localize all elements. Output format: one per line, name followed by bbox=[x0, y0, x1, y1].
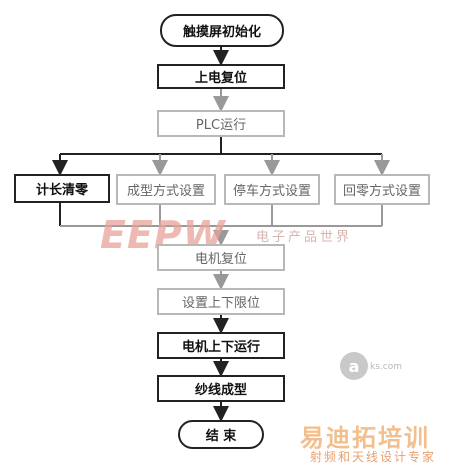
node-motor-run: 电机上下运行 bbox=[157, 332, 285, 359]
site-logo-icon: a bbox=[340, 352, 368, 380]
node-form-mode: 成型方式设置 bbox=[116, 174, 216, 205]
node-set-limits: 设置上下限位 bbox=[157, 288, 285, 315]
brand-watermark-subtitle: 射频和天线设计专家 bbox=[310, 450, 437, 464]
node-return-mode: 回零方式设置 bbox=[334, 174, 430, 205]
site-logo-text: ks.com bbox=[370, 362, 402, 372]
node-plc-run: PLC运行 bbox=[157, 110, 285, 137]
eepw-watermark-subtitle: 电子产品世界 bbox=[256, 230, 353, 245]
brand-watermark: 易迪拓培训 bbox=[300, 424, 430, 452]
node-count-reset: 计长清零 bbox=[14, 174, 110, 203]
node-yarn-form: 纱线成型 bbox=[157, 375, 285, 402]
node-motor-reset: 电机复位 bbox=[157, 244, 285, 271]
node-power-reset: 上电复位 bbox=[157, 64, 285, 89]
node-init: 触摸屏初始化 bbox=[160, 14, 284, 47]
node-end: 结 束 bbox=[178, 420, 264, 449]
node-stop-mode: 停车方式设置 bbox=[224, 174, 320, 205]
